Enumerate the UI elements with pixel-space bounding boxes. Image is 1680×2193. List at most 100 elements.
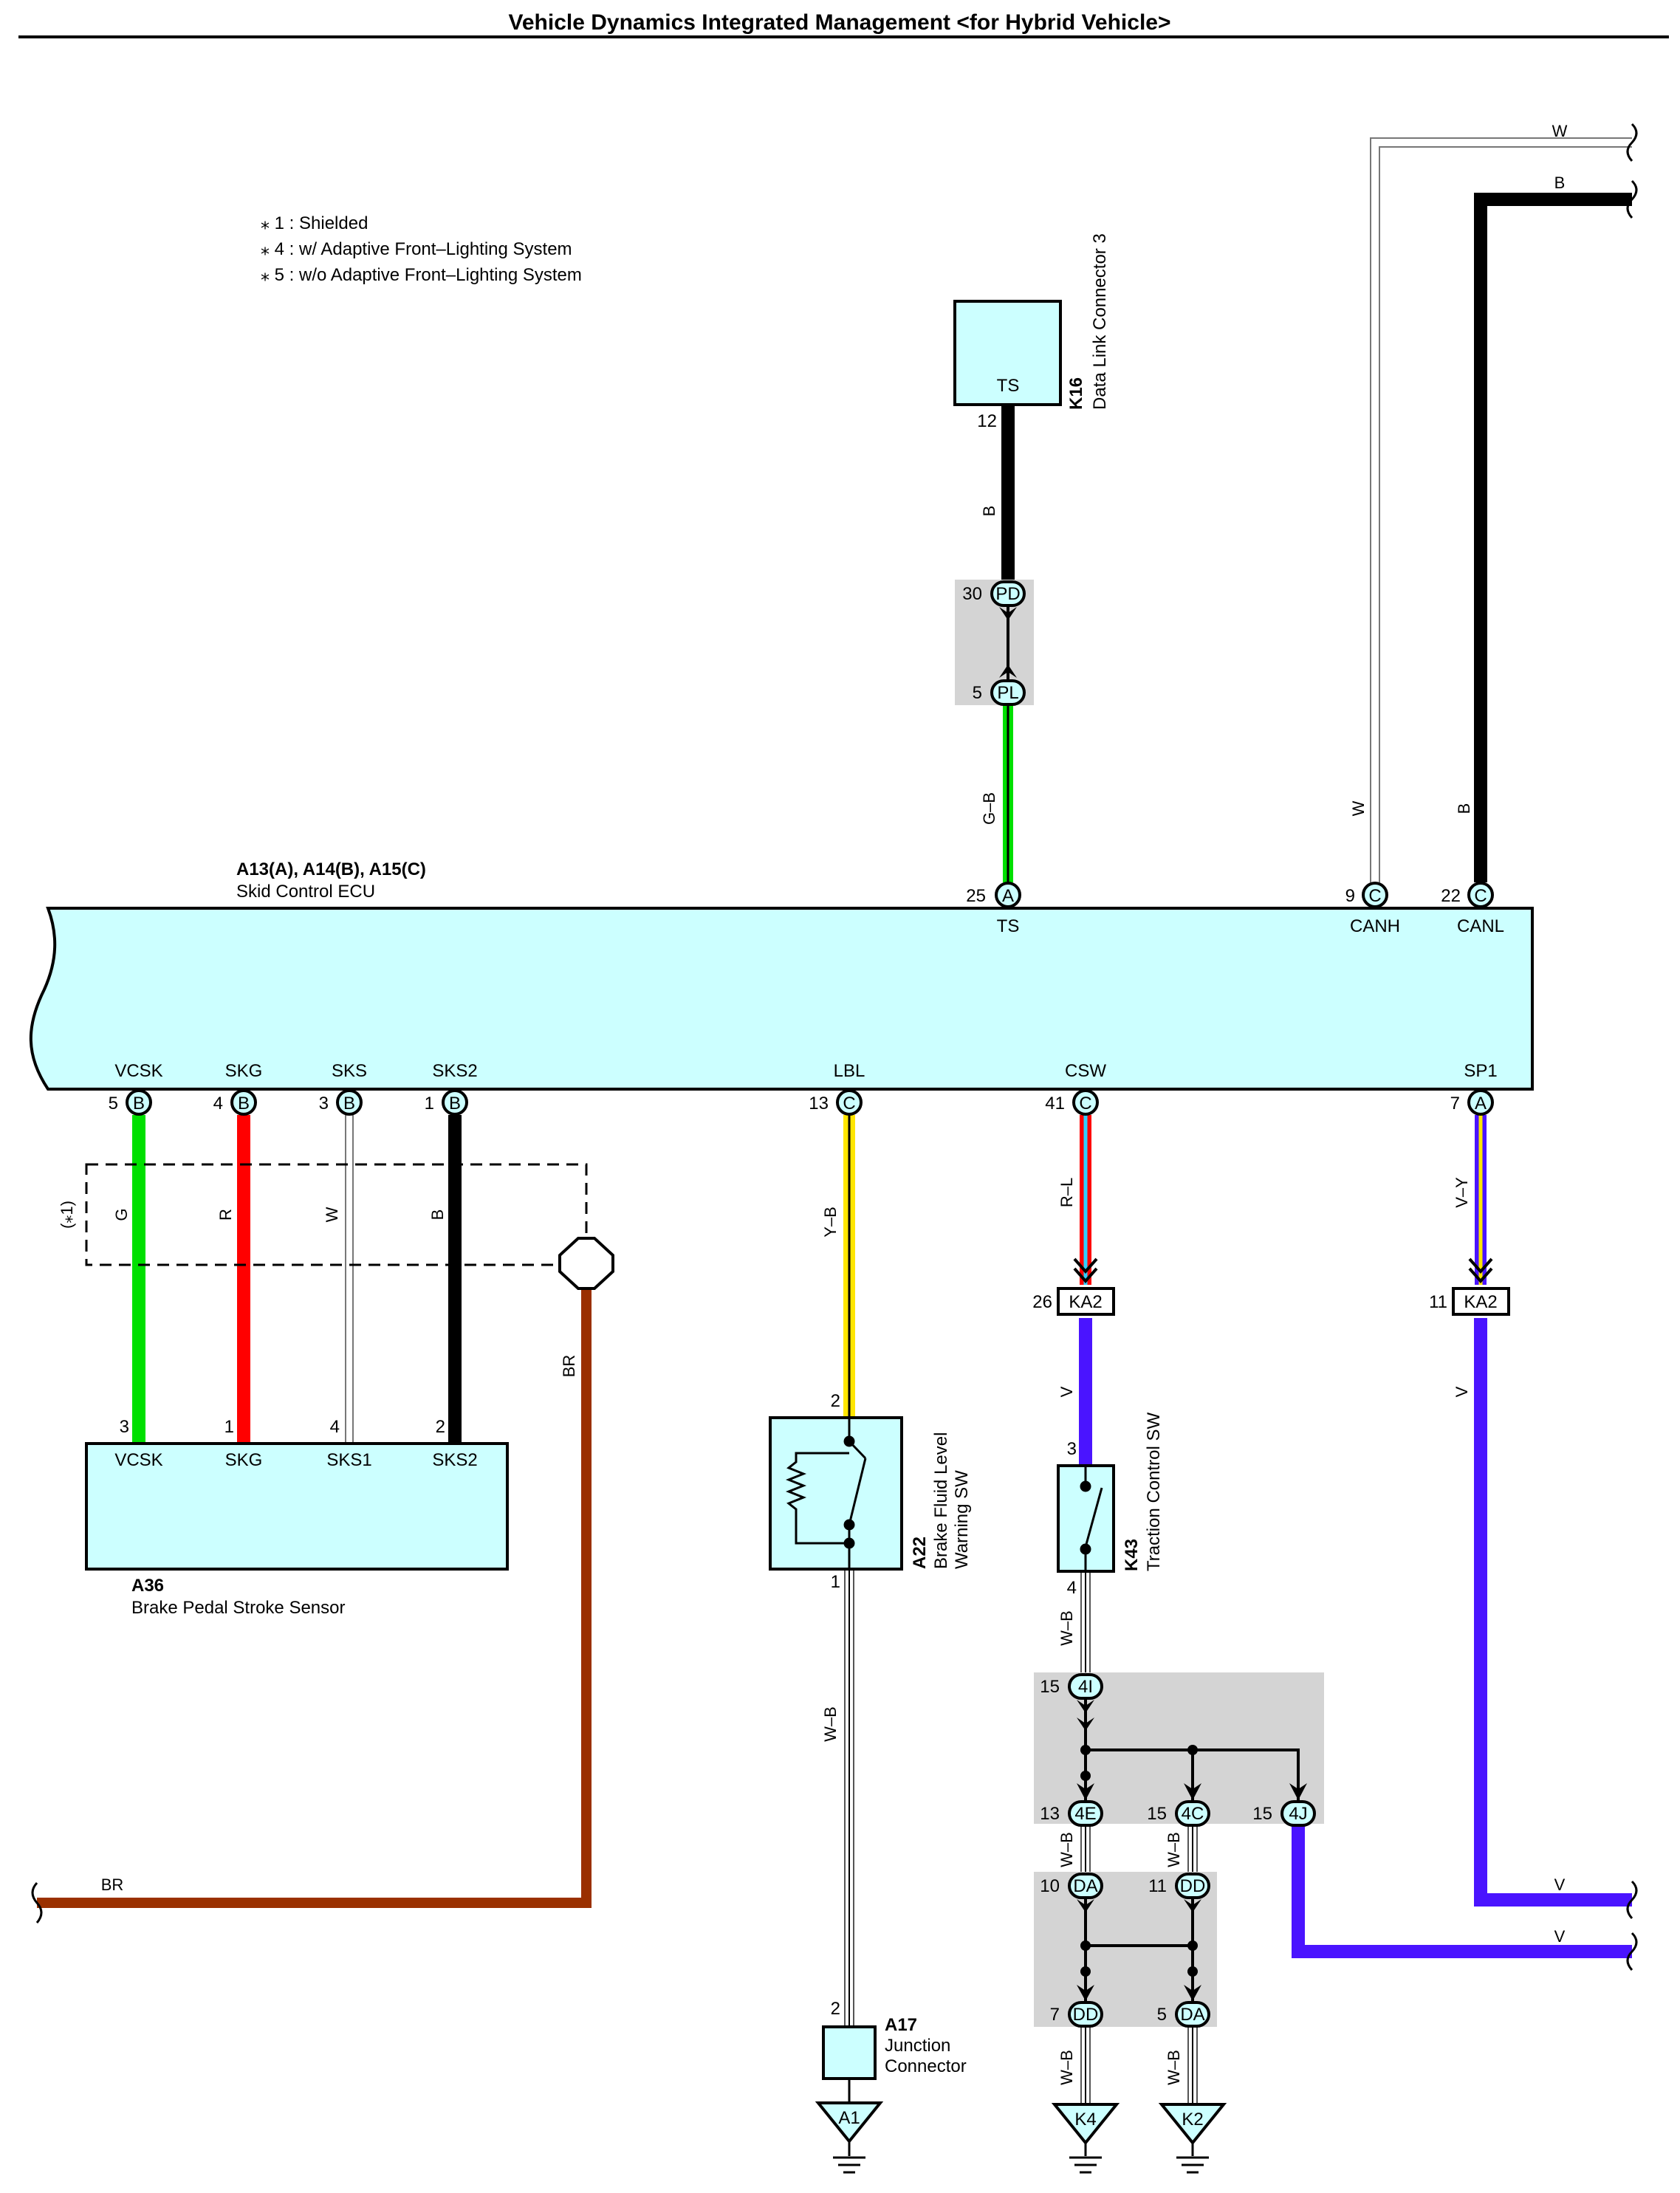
svg-text:22: 22 — [1441, 886, 1461, 906]
wires-jn-wb — [1080, 1824, 1198, 2104]
svg-text:13: 13 — [809, 1094, 829, 1113]
wire-4j-violet — [1292, 1824, 1632, 1958]
svg-text:4J: 4J — [1289, 1804, 1307, 1824]
ground-k4: K4 — [1051, 2103, 1120, 2174]
svg-text:15: 15 — [1040, 1677, 1060, 1697]
ecu-name: Skid Control ECU — [236, 882, 375, 902]
svg-text:7: 7 — [1450, 1094, 1460, 1113]
svg-text:DD: DD — [1073, 2005, 1099, 2025]
svg-text:SP1: SP1 — [1464, 1061, 1497, 1081]
wire-label-k43-ground: W–B — [1057, 1610, 1076, 1646]
svg-text:13: 13 — [1040, 1804, 1060, 1824]
pl-connector — [990, 679, 1026, 706]
wire-label-shield-drain: BR — [560, 1355, 578, 1378]
a22-id: A22 — [910, 1537, 930, 1569]
svg-text:4C: 4C — [1182, 1804, 1204, 1824]
ka2-csw-num: 26 — [1032, 1292, 1052, 1312]
pd-num: 30 — [962, 584, 982, 604]
svg-text:SKG: SKG — [225, 1450, 263, 1470]
junction-4-nodes — [1077, 1700, 1307, 1800]
k43-pin-bottom: 4 — [1067, 1578, 1077, 1598]
wire-label-canh-right: W — [1552, 122, 1568, 140]
svg-text:LBL: LBL — [834, 1061, 865, 1081]
junction-d-nodes — [1077, 1899, 1201, 2001]
svg-text:SKS2: SKS2 — [432, 1061, 477, 1081]
wire-label-shield-drain-left: BR — [101, 1875, 124, 1894]
left-edge-break — [31, 1881, 43, 1923]
svg-text:A: A — [1002, 886, 1014, 906]
svg-text:K2: K2 — [1182, 2110, 1203, 2129]
svg-text:3: 3 — [319, 1094, 329, 1113]
svg-text:DD: DD — [1180, 1876, 1206, 1896]
pl-code: PL — [997, 683, 1018, 703]
svg-text:4: 4 — [213, 1094, 223, 1113]
k43-switch-symbol — [1080, 1466, 1103, 1571]
svg-text:K4: K4 — [1074, 2110, 1096, 2129]
svg-text:1: 1 — [425, 1094, 434, 1113]
ka2-sp1-num: 11 — [1429, 1292, 1447, 1312]
ecu-pin-lbl: LBL C 13 — [809, 1061, 865, 1116]
ka2-csw-box — [1057, 1287, 1115, 1316]
svg-text:C: C — [843, 1094, 855, 1113]
wire-label-sks2: B — [428, 1209, 447, 1221]
a17-id: A17 — [885, 2015, 917, 2035]
wire-canh — [1370, 137, 1632, 882]
k16-id: K16 — [1066, 377, 1086, 410]
svg-text:4E: 4E — [1074, 1804, 1096, 1824]
wire-label-jn-4e: W–B — [1057, 1832, 1076, 1867]
ka2-sp1-code: KA2 — [1464, 1292, 1497, 1312]
wire-canl — [1474, 193, 1632, 882]
svg-text:SKG: SKG — [225, 1061, 263, 1081]
svg-text:TS: TS — [997, 916, 1020, 936]
wire-canh-inner — [1371, 139, 1632, 882]
ecu-box — [29, 907, 1534, 1091]
k16-pin-label: TS — [997, 376, 1020, 396]
wire-label-sks: W — [323, 1207, 341, 1222]
wire-label-ts-lower: G–B — [980, 792, 998, 825]
ecu-pin-canh: C 9 CANH — [1345, 882, 1400, 936]
svg-text:VCSK: VCSK — [114, 1061, 162, 1081]
ecu-pin-skg: SKG B 4 — [213, 1061, 263, 1116]
ecu-pin-ts: A 25 TS — [966, 882, 1021, 936]
svg-text:CANL: CANL — [1457, 916, 1504, 936]
svg-text:7: 7 — [1050, 2005, 1060, 2025]
ecu-pin-sp1: SP1 A 7 — [1450, 1061, 1498, 1116]
junction-da-top: DA 10 — [1040, 1873, 1103, 1899]
wire-sp1-violet — [1474, 1318, 1632, 1907]
pd-connector — [990, 580, 1026, 607]
note-without-afs: ⁎ 5 : w/o Adaptive Front–Lighting System — [261, 265, 582, 285]
svg-text:4: 4 — [330, 1417, 340, 1437]
a17-box — [822, 2025, 877, 2080]
ecu-pin-sks2: SKS2 B 1 — [425, 1061, 478, 1116]
junction-dd-top: DD 11 — [1148, 1873, 1210, 1899]
svg-text:B: B — [343, 1094, 355, 1113]
svg-text:SKS2: SKS2 — [432, 1450, 477, 1470]
ecu-pin-csw: CSW C 41 — [1045, 1061, 1106, 1116]
wire-label-k2: W–B — [1165, 2050, 1183, 2085]
svg-text:10: 10 — [1040, 1876, 1060, 1896]
note-shielded: ⁎ 1 : Shielded — [261, 213, 368, 233]
csw-connector-arrow — [1073, 1257, 1098, 1284]
svg-text:3: 3 — [120, 1417, 129, 1437]
ecu-pin-sks: SKS B 3 — [319, 1061, 367, 1116]
svg-text:25: 25 — [966, 886, 986, 906]
shield-drain-octagon — [558, 1237, 614, 1290]
svg-text:A1: A1 — [838, 2108, 860, 2128]
svg-text:15: 15 — [1147, 1804, 1167, 1824]
ground-a1: A1 — [815, 2101, 884, 2174]
svg-text:DA: DA — [1073, 1876, 1097, 1896]
a17-name-1: Junction — [885, 2036, 950, 2056]
a36-id: A36 — [131, 1576, 164, 1596]
note-with-afs: ⁎ 4 : w/ Adaptive Front–Lighting System — [261, 239, 572, 259]
junction-dd-bottom: DD 7 — [1050, 2001, 1103, 2028]
ka2-sp1-box — [1452, 1287, 1510, 1316]
svg-text:C: C — [1368, 886, 1381, 906]
wire-label-a22-ground: W–B — [821, 1706, 840, 1742]
svg-text:CANH: CANH — [1350, 916, 1400, 936]
pd-code: PD — [995, 584, 1020, 604]
junction-4i: 4I 15 — [1040, 1673, 1103, 1700]
wire-label-v-right-2: V — [1554, 1927, 1566, 1946]
page-title: Vehicle Dynamics Integrated Management <… — [509, 10, 1171, 35]
right-edge-breaks — [1626, 123, 1638, 1971]
